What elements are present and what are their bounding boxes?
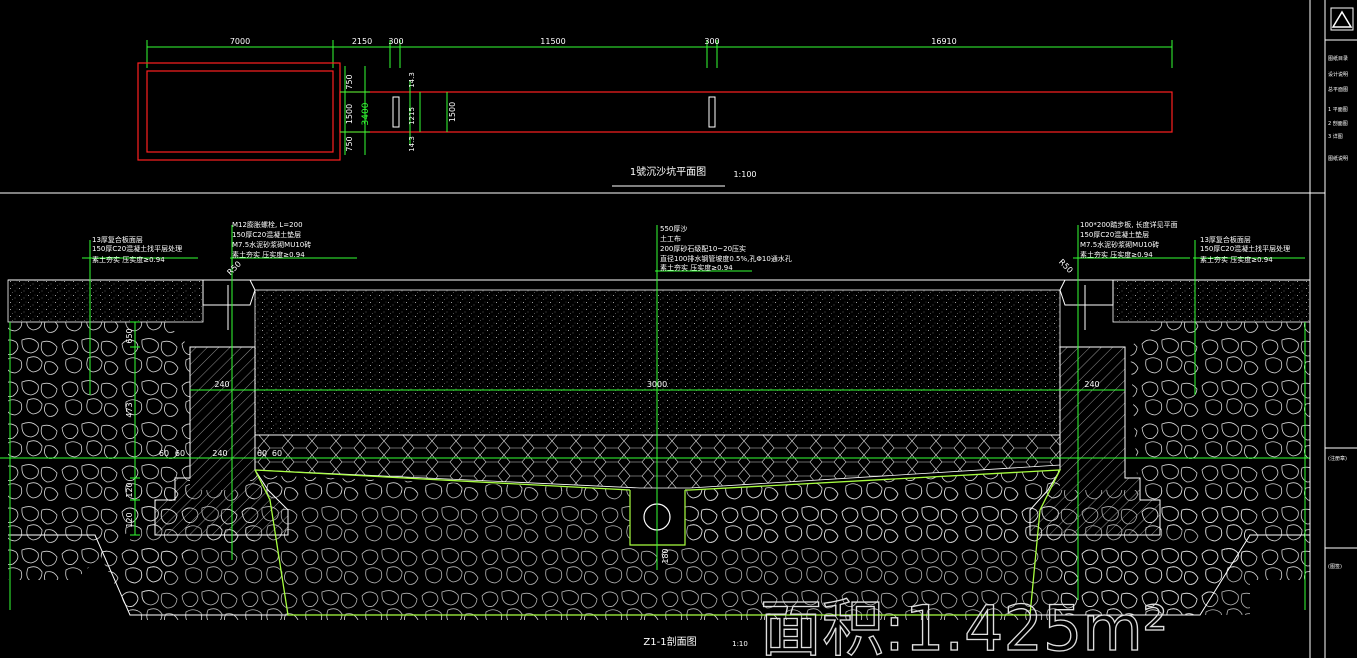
note-li-3: M7.5水泥砂浆砌MU10砖 [232,240,311,249]
dim-650: 650 [125,328,134,343]
dim-3000: 3000 [647,380,667,389]
plan-dim-top-5: 300 [704,37,719,46]
plan-dim-top-1: 7000 [230,37,250,46]
notes-right-outer: 13厚复合板面层 150厚C20混凝土找平层处理 素土夯实 压实度≥0.94 [1200,235,1290,264]
note-ro-3: 素土夯实 压实度≥0.94 [1200,255,1273,264]
green-outline [254,469,1062,616]
side-item-6[interactable]: 3 详图 [1328,134,1343,140]
plan-dim-mid-2: 1215 [408,107,416,125]
side-item-1[interactable]: 图纸目录 [1328,56,1349,62]
dim-60-d: 60 [272,449,282,458]
plan-dim-mid-3: 14.3 [408,136,416,152]
note-lo-3: 素土夯实 压实度≥0.94 [92,255,165,264]
note-ri-2: 150厚C20混凝土垫层 [1080,230,1149,239]
side-item-4[interactable]: 1 平面图 [1328,107,1348,113]
title-block-frame [1309,0,1357,658]
note-lo-1: 13厚复合板面层 [92,235,143,244]
concrete-layer-left [7,279,204,323]
curb-right [1059,279,1114,306]
curb-left [202,279,256,306]
note-c-2: 土工布 [660,234,681,243]
note-li-1: M12膨胀螺栓, L=200 [232,220,303,229]
plan-channel-outline [339,91,1173,133]
plan-dim-total-left: 3400 [361,102,371,125]
note-c-5: 素土夯实 压实度≥0.94 [660,263,733,272]
radius-left: R50 [225,259,243,277]
note-c-1: 550厚沙 [660,225,687,233]
side-item-9: (图签) [1328,564,1342,570]
notes-left-outer: 13厚复合板面层 150厚C20混凝土找平层处理 素土夯实 压实度≥0.94 [92,235,182,264]
dim-60-a: 60 [159,449,169,458]
plan-dim-mid-1: 14.3 [408,72,416,88]
note-ri-1: 100*200踏步板, 长度详见平面 [1080,220,1178,229]
dim-473: 473 [125,402,134,417]
plan-outer-outline [137,62,341,161]
note-lo-2: 150厚C20混凝土找平层处理 [92,244,182,253]
plan-dim-top-2: 2150 [352,37,372,46]
side-item-3[interactable]: 总平面图 [1328,87,1349,93]
dim-120-a: 120 [125,482,134,497]
section-view: 13厚复合板面层 150厚C20混凝土找平层处理 素土夯实 压实度≥0.94 M… [0,220,1311,648]
plan-slot-left [392,96,400,128]
note-c-3: 200厚砂石级配10~20压实 [660,244,746,253]
plan-dim-top-4: 11500 [540,37,565,46]
section-title: Z1-1剖面图 [643,635,696,648]
side-item-7[interactable]: 图纸说明 [1328,156,1349,162]
dim-240-right: 240 [1084,380,1099,389]
radius-right: R50 [1057,257,1075,275]
dim-240-left-top: 240 [214,380,229,389]
plan-inner-outline [146,70,334,153]
side-item-5[interactable]: 2 剖面图 [1328,121,1348,127]
plan-dim-left-2: 1500 [345,104,354,124]
plan-title: 1號沉沙坑平面图 [630,165,706,178]
plan-scale: 1:100 [733,170,756,179]
dim-120-b: 120 [125,512,134,527]
notes-center: 550厚沙 土工布 200厚砂石级配10~20压实 直径100排水钢管坡度0.5… [660,225,792,272]
note-c-4: 直径100排水钢管坡度0.5%,孔Φ10通水孔 [660,254,792,263]
side-item-2[interactable]: 设计说明 [1328,72,1349,78]
dim-60-b: 60 [175,449,185,458]
dim-60-c: 60 [257,449,267,458]
section-scale: 1:10 [732,640,748,648]
plan-slot-right [708,96,716,128]
plan-dim-left-1: 750 [345,74,354,89]
wall-right [1029,346,1161,536]
area-watermark: 面积:1.425m² [760,592,1168,658]
plan-dim-top-3: 300 [388,37,403,46]
plan-dim-left-3: 750 [345,136,354,151]
note-ro-2: 150厚C20混凝土找平层处理 [1200,244,1290,253]
note-li-2: 150厚C20混凝土垫层 [232,230,301,239]
wall-left [154,346,289,536]
dim-240-left-bottom: 240 [212,449,227,458]
plan-dim-top-6: 16910 [931,37,956,46]
plan-dim-mid-right: 1500 [448,102,457,122]
note-ri-3: M7.5水泥砂浆砌MU10砖 [1080,240,1159,249]
notes-left-inner: M12膨胀螺栓, L=200 150厚C20混凝土垫层 M7.5水泥砂浆砌MU1… [232,220,311,259]
notes-right-inner: 100*200踏步板, 长度详见平面 150厚C20混凝土垫层 M7.5水泥砂浆… [1080,220,1178,259]
concrete-layer-right [1112,279,1311,323]
note-li-4: 素土夯实 压实度≥0.94 [232,250,305,259]
note-ri-4: 素土夯实 压实度≥0.94 [1080,250,1153,259]
note-ro-1: 13厚复合板面层 [1200,235,1251,244]
dim-pipe: 180 [661,548,670,563]
side-item-8: (注册章) [1328,456,1347,462]
company-logo [1330,7,1354,31]
plan-view: 7000 2150 300 11500 300 16910 750 1500 7… [137,37,1173,187]
